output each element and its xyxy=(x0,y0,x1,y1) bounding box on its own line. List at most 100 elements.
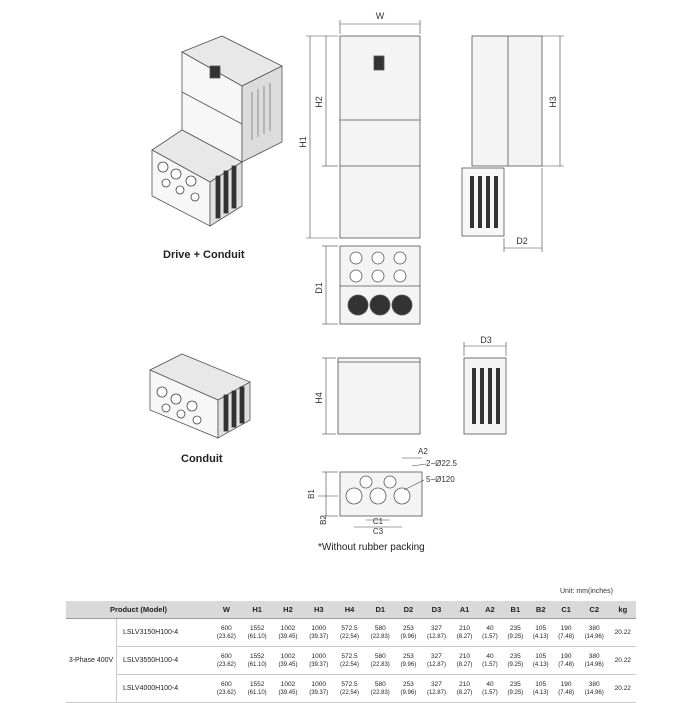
table-header-cell: H4 xyxy=(334,601,365,619)
value-cell: 105(4.13) xyxy=(528,646,554,675)
value-inch: (61.10) xyxy=(247,661,267,668)
dim-B1: B1 xyxy=(307,489,316,499)
conduit-side-view xyxy=(463,342,507,435)
value-cell: 600(23.62) xyxy=(211,618,242,647)
value-cell: 1552(61.10) xyxy=(241,646,273,675)
value-mm: 40 xyxy=(486,680,494,688)
value-inch: (4.13) xyxy=(532,633,549,640)
value-cell: 580(22.83) xyxy=(364,618,396,647)
value-cell: 1002(39.45) xyxy=(272,646,304,675)
value-cell: 380(14.96) xyxy=(578,618,610,647)
value-mm: 20.22 xyxy=(614,684,631,692)
value-inch: (4.13) xyxy=(532,661,549,668)
top-view xyxy=(322,245,421,325)
value-mm: 1002 xyxy=(280,624,296,632)
value-inch: (7.48) xyxy=(558,661,574,668)
value-mm: 1552 xyxy=(249,652,265,660)
dim-C1: C1 xyxy=(373,517,384,526)
value-cell: 572.5(22.54) xyxy=(334,646,365,675)
value-inch: (22.54) xyxy=(340,661,360,668)
model-cell: LSLV4000H100-4 xyxy=(116,674,211,703)
value-inch: (39.37) xyxy=(309,661,329,668)
table-header-cell: C2 xyxy=(578,601,610,619)
value-mm: 1000 xyxy=(311,624,326,632)
value-cell: 1000(39.37) xyxy=(303,674,335,703)
value-cell: 210(8.27) xyxy=(451,646,478,675)
value-mm: 327 xyxy=(431,680,442,688)
value-cell: 580(22.83) xyxy=(364,674,396,703)
value-cell: 1552(61.10) xyxy=(241,674,273,703)
value-mm: 210 xyxy=(459,624,470,632)
value-inch: (4.13) xyxy=(532,689,549,696)
value-cell: 20.22 xyxy=(609,674,636,703)
dim-D2: D2 xyxy=(516,236,528,246)
value-inch: (23.62) xyxy=(216,661,236,668)
value-cell: 327(12.87) xyxy=(421,618,452,647)
value-mm: 580 xyxy=(374,680,386,688)
value-inch: (14.96) xyxy=(584,661,604,668)
value-mm: 572.5 xyxy=(341,652,358,660)
value-cell: 600(23.62) xyxy=(211,674,242,703)
conduit-front-view xyxy=(322,357,421,435)
caption-drive-conduit: Drive + Conduit xyxy=(163,249,245,261)
dim-A2: A2 xyxy=(418,447,428,456)
value-inch: (12.87) xyxy=(426,689,446,696)
table-header-cell: A2 xyxy=(477,601,503,619)
value-cell: 40(1.57) xyxy=(477,646,503,675)
value-mm: 40 xyxy=(486,652,494,660)
value-mm: 600 xyxy=(220,624,232,632)
value-cell: 210(8.27) xyxy=(451,674,478,703)
value-mm: 190 xyxy=(560,624,572,632)
unit-label: Unit: mm(inches) xyxy=(560,588,613,595)
value-mm: 580 xyxy=(374,624,386,632)
value-inch: (23.62) xyxy=(216,633,236,640)
value-inch: (1.57) xyxy=(482,633,498,640)
value-cell: 235(9.25) xyxy=(502,674,529,703)
value-mm: 327 xyxy=(431,652,442,660)
value-inch: (7.48) xyxy=(558,633,574,640)
table-header-cell: B2 xyxy=(528,601,554,619)
note-rubber-packing: *Without rubber packing xyxy=(318,542,425,553)
value-cell: 1552(61.10) xyxy=(241,618,273,647)
value-inch: (12.87) xyxy=(426,661,446,668)
value-cell: 253(9.96) xyxy=(395,618,422,647)
value-mm: 235 xyxy=(509,652,521,660)
value-inch: (39.37) xyxy=(309,689,329,696)
value-inch: (9.96) xyxy=(400,661,417,668)
value-inch: (9.96) xyxy=(400,689,417,696)
value-inch: (39.45) xyxy=(278,633,298,640)
conduit-plate-view xyxy=(318,457,427,528)
value-cell: 40(1.57) xyxy=(477,618,503,647)
table-header-cell: H1 xyxy=(241,601,273,619)
value-inch: (1.57) xyxy=(482,689,498,696)
value-inch: (9.25) xyxy=(507,633,524,640)
front-view xyxy=(306,20,421,239)
value-inch: (9.96) xyxy=(400,633,417,640)
model-cell: LSLV3550H100-4 xyxy=(116,646,211,675)
iso-drive-conduit xyxy=(151,35,283,227)
value-mm: 210 xyxy=(459,652,470,660)
value-cell: 380(14.96) xyxy=(578,674,610,703)
value-inch: (14.96) xyxy=(584,689,604,696)
value-mm: 20.22 xyxy=(614,628,631,636)
value-mm: 210 xyxy=(459,680,470,688)
dim-H3: H3 xyxy=(548,96,558,108)
value-inch: (39.45) xyxy=(278,689,298,696)
value-inch: (8.27) xyxy=(456,661,473,668)
table-header-cell: D1 xyxy=(364,601,396,619)
iso-conduit xyxy=(149,353,251,439)
value-mm: 1002 xyxy=(280,652,296,660)
value-mm: 1000 xyxy=(311,652,326,660)
value-inch: (23.62) xyxy=(216,689,236,696)
dim-D1: D1 xyxy=(314,282,324,294)
value-cell: 40(1.57) xyxy=(477,674,503,703)
value-mm: 190 xyxy=(560,680,572,688)
value-cell: 327(12.87) xyxy=(421,646,452,675)
table-header-cell: H2 xyxy=(272,601,304,619)
value-mm: 253 xyxy=(402,652,414,660)
value-cell: 105(4.13) xyxy=(528,618,554,647)
